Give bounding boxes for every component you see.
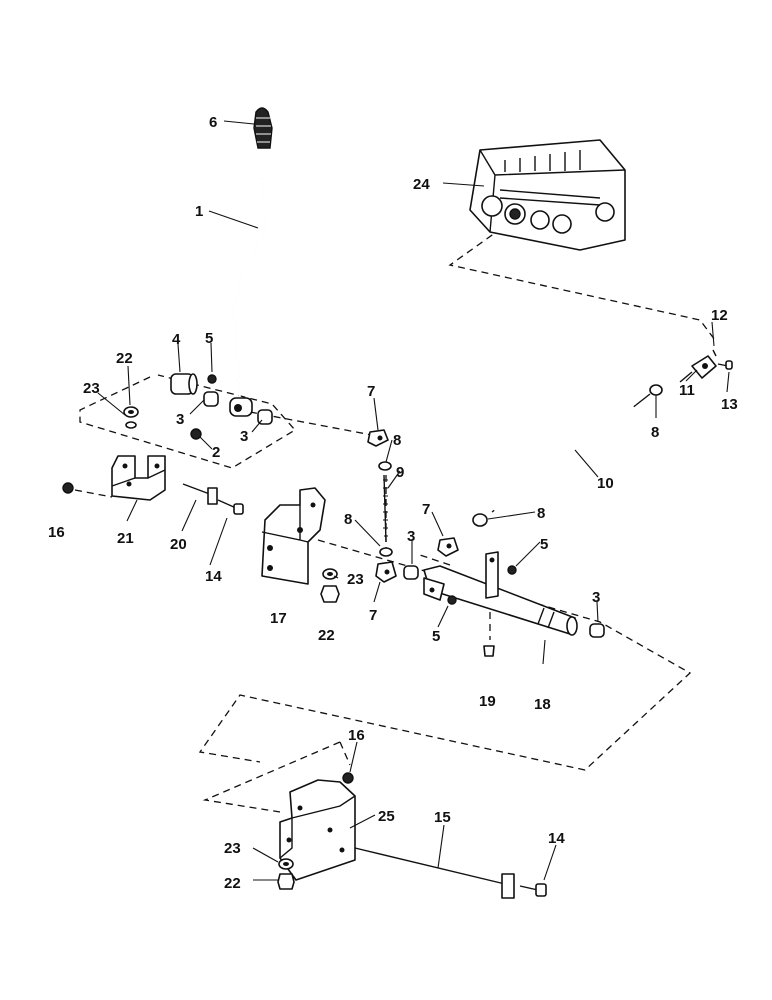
clevis-right [437, 537, 459, 557]
callout-8-rod: 8 [651, 424, 659, 441]
callout-25: 25 [378, 808, 395, 825]
bolt-14-lower [519, 883, 547, 897]
bushing-3-left [203, 391, 219, 407]
control-valve [469, 139, 626, 251]
callout-24: 24 [413, 176, 430, 193]
bushing-3-end [589, 623, 605, 638]
pin-20 [182, 483, 218, 505]
callout-23-mid: 23 [347, 571, 364, 588]
callout-14-upper: 14 [205, 568, 222, 585]
fitting-19 [483, 645, 495, 657]
nut-5-right [507, 565, 517, 575]
callout-3-right: 3 [240, 428, 248, 445]
callout-2: 2 [212, 444, 220, 461]
pin-13 [717, 360, 733, 370]
bolt-14-upper [217, 499, 244, 515]
callout-22-lower: 22 [224, 875, 241, 892]
callout-13: 13 [721, 396, 738, 413]
callout-12: 12 [711, 307, 728, 324]
callout-18: 18 [534, 696, 551, 713]
callout-21: 21 [117, 530, 134, 547]
bracket-21 [111, 455, 166, 501]
callout-3-left: 3 [176, 411, 184, 428]
callout-7-right: 7 [422, 501, 430, 518]
callout-7-lower: 7 [369, 607, 377, 624]
clevis-upper [367, 429, 389, 447]
callout-7-upper: 7 [367, 383, 375, 400]
callout-10: 10 [597, 475, 614, 492]
callout-5-upper: 5 [205, 330, 213, 347]
callout-8-upper: 8 [393, 432, 401, 449]
control-lever [229, 177, 268, 417]
dashed-assembly-lines [74, 227, 716, 813]
callout-11: 11 [679, 382, 695, 399]
callout-3-mid: 3 [407, 528, 415, 545]
nut-5-upper [207, 374, 217, 384]
adjusting-rod-9 [383, 474, 388, 543]
washer-nut-middle [320, 568, 340, 603]
callout-19: 19 [479, 693, 496, 710]
callout-22-mid: 22 [318, 627, 335, 644]
cotter-pin-12 [712, 349, 717, 357]
shaft-arm [485, 551, 499, 599]
clevis-lower [375, 561, 397, 583]
callout-23-upper: 23 [83, 380, 100, 397]
bracket-25 [279, 779, 356, 881]
nut-8-upper [378, 461, 392, 471]
callout-9: 9 [396, 464, 404, 481]
nut-16-upper [62, 482, 74, 494]
bushings-upper [170, 373, 273, 440]
long-rod-15 [354, 847, 515, 899]
callout-5-right: 5 [540, 536, 548, 553]
callout-14-lower: 14 [548, 830, 565, 847]
bracket-17 [261, 487, 326, 585]
leader-lines [97, 120, 730, 881]
nut-2 [190, 428, 202, 440]
nut-8-rod [649, 384, 663, 396]
nut-8-lower [379, 547, 393, 557]
callout-22-upper: 22 [116, 350, 133, 367]
callout-5-left: 5 [432, 628, 440, 645]
callout-3-end: 3 [592, 589, 600, 606]
callout-8-lower: 8 [344, 511, 352, 528]
callout-labels: 6 1 24 4 5 22 23 3 3 2 7 8 9 12 11 13 8 … [48, 114, 738, 892]
cross-shaft-18 [423, 551, 578, 636]
nut-8-right [472, 513, 488, 527]
callout-23-lower: 23 [224, 840, 241, 857]
callout-6: 6 [209, 114, 217, 131]
lever-knob [253, 107, 273, 149]
callout-16-upper: 16 [48, 524, 65, 541]
nut-16-lower [342, 772, 354, 784]
link-rod-10 [491, 393, 651, 513]
callout-15: 15 [434, 809, 451, 826]
rod-end-11 [679, 355, 717, 383]
callout-1: 1 [195, 203, 203, 220]
callout-8-right: 8 [537, 505, 545, 522]
callout-17: 17 [270, 610, 287, 627]
nut-5-left [447, 595, 457, 605]
callout-4: 4 [172, 331, 181, 348]
bushing-3-mid [403, 565, 419, 580]
washers-upper-left [123, 406, 139, 429]
callout-16-lower: 16 [348, 727, 365, 744]
washer-nut-lower [277, 858, 295, 890]
callout-20: 20 [170, 536, 187, 553]
